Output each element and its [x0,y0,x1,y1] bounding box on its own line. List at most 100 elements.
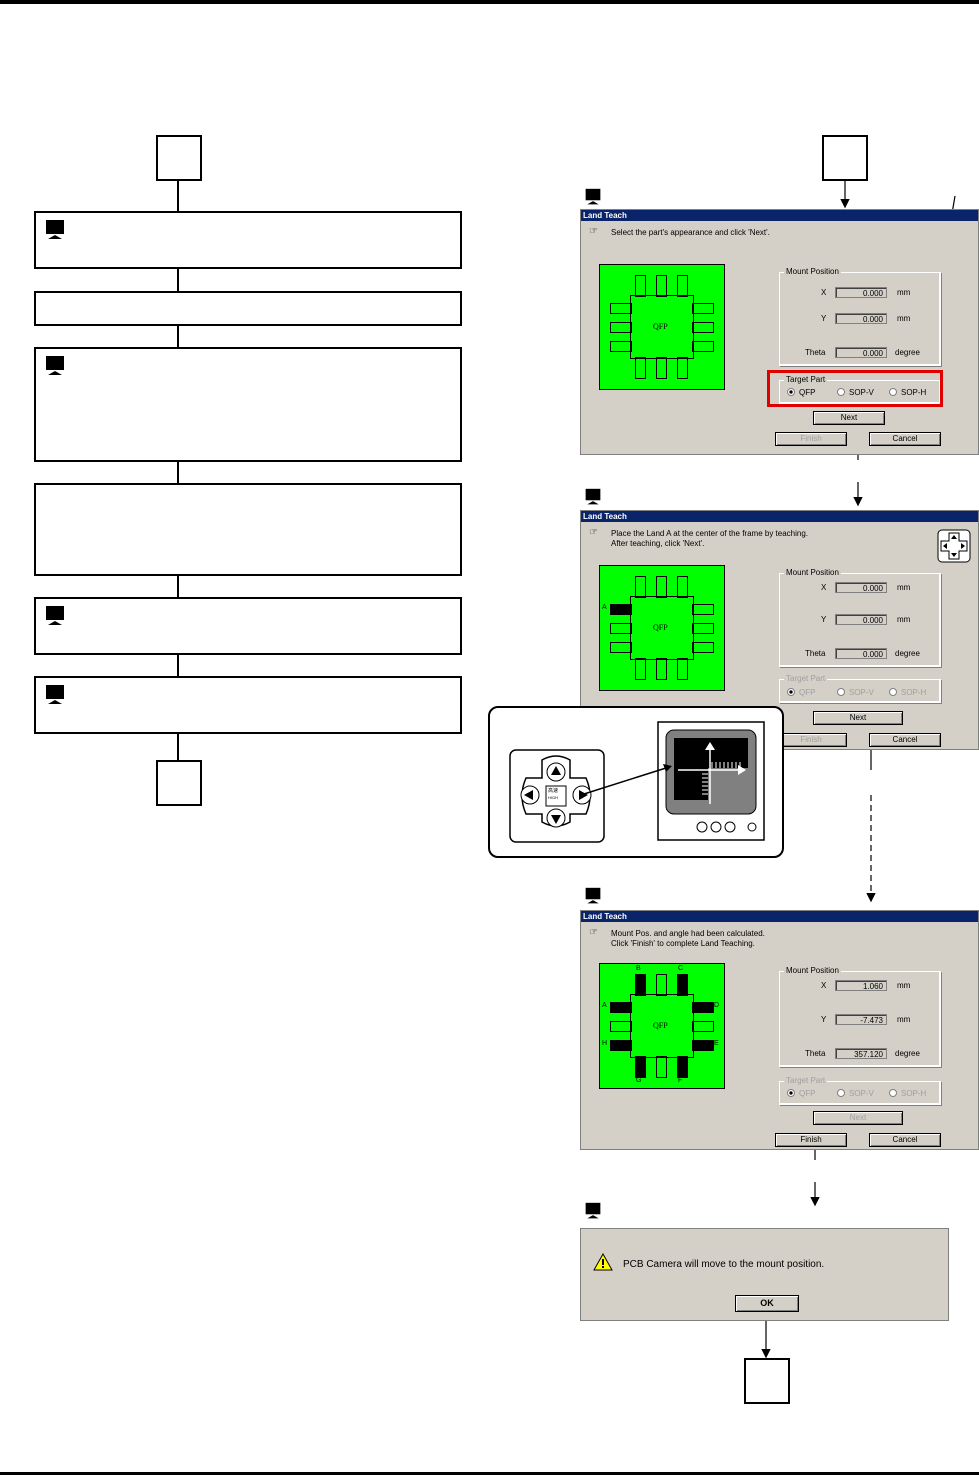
land-pad [610,322,632,333]
y-field[interactable]: 0.000 [835,313,887,324]
land-teach-dialog-3: Land Teach ☞ Mount Pos. and angle had be… [580,910,979,1150]
monitor-icon [46,356,64,375]
land-pad [656,1056,667,1078]
cancel-button[interactable]: Cancel [869,432,941,446]
theta-unit: degree [895,348,920,357]
radio-label: SOP-V [849,388,874,397]
land-pad [610,1021,632,1032]
land-pad-d [692,1002,714,1013]
x-field[interactable]: 0.000 [835,582,887,593]
theta-unit: degree [895,1049,920,1058]
bottom-rule [0,1472,979,1475]
teach-keypad-icon[interactable] [937,529,971,563]
monitor-icon [46,220,64,239]
group-label: Target Part [784,375,828,384]
radio-qfp[interactable]: QFP [787,688,815,697]
y-unit: mm [897,314,911,323]
land-pad [692,642,714,653]
y-field[interactable]: -7.473 [835,1014,887,1025]
theta-field[interactable]: 0.000 [835,347,887,358]
y-field[interactable]: 0.000 [835,614,887,625]
x-field[interactable]: 1.060 [835,980,887,991]
instruction-text: Mount Pos. and angle had been calculated… [611,929,765,948]
theta-label: Theta [805,348,826,357]
y-label: Y [821,314,827,323]
land-pad-b [635,974,646,996]
flow-line [177,655,179,676]
next-button[interactable]: Next [813,1111,903,1125]
flow-line [177,269,179,291]
radio-dot [837,1089,845,1097]
radio-sop-v[interactable]: SOP-V [837,1089,874,1098]
radio-sop-h[interactable]: SOP-H [889,388,926,397]
y-unit: mm [897,615,911,624]
ok-button[interactable]: OK [735,1295,799,1312]
flow-start-connector [156,135,202,181]
x-label: X [821,583,827,592]
land-pad-c [677,974,688,996]
x-unit: mm [897,583,911,592]
flow-line [177,462,179,483]
group-label: Target Part [784,1076,828,1085]
y-label: Y [821,615,827,624]
land-pad [656,658,667,680]
radio-sop-h[interactable]: SOP-H [889,1089,926,1098]
theta-field[interactable]: 357.120 [835,1048,887,1059]
radio-sop-h[interactable]: SOP-H [889,688,926,697]
flow-step-1 [34,211,462,269]
land-pad-a [610,1002,632,1013]
x-field[interactable]: 0.000 [835,287,887,298]
radio-label: SOP-H [901,1089,927,1098]
radio-qfp[interactable]: QFP [787,1089,815,1098]
land-pad [677,576,688,598]
package-label: QFP [653,322,668,331]
radio-qfp[interactable]: QFP [787,388,815,397]
finish-button[interactable]: Finish [775,432,847,446]
land-label-f: F [678,1077,683,1084]
flow-end-connector [156,760,202,806]
pointing-hand-icon: ☞ [589,527,598,538]
illustration-drawing [509,721,765,843]
monitor-icon [585,887,601,904]
x-unit: mm [897,288,911,297]
radio-dot [889,688,897,696]
keypad-center-label-bottom: HIGH [548,795,558,800]
alert-dialog: PCB Camera will move to the mount positi… [580,1228,949,1321]
package-label: QFP [653,623,668,632]
radio-label: QFP [799,388,816,397]
dialog-title: Land Teach [581,911,978,922]
theta-field[interactable]: 0.000 [835,648,887,659]
theta-label: Theta [805,649,826,658]
land-teach-dialog-1: Land Teach ☞ Select the part's appearanc… [580,209,979,455]
flow-step-6 [34,676,462,734]
radio-label: SOP-H [901,688,927,697]
pointing-hand-icon: ☞ [589,226,598,237]
finish-button[interactable]: Finish [775,1133,847,1147]
land-label-b: B [636,965,641,972]
next-button[interactable]: Next [813,411,885,425]
land-pad [692,1021,714,1032]
next-button[interactable]: Next [813,711,903,725]
flow-line [177,734,179,760]
x-label: X [821,288,827,297]
land-pad [692,341,714,352]
land-label-c: C [678,965,684,972]
cancel-button[interactable]: Cancel [869,1133,941,1147]
flow-line [177,326,179,347]
radio-sop-v[interactable]: SOP-V [837,388,874,397]
land-pad [635,576,646,598]
land-pad [656,357,667,379]
land-pad [610,303,632,314]
monitor-icon [585,1202,601,1219]
land-pad [635,658,646,680]
finish-button[interactable]: Finish [775,733,847,747]
target-part-group: Target Part [779,1076,941,1105]
land-pad-h [610,1040,632,1051]
alert-message: PCB Camera will move to the mount positi… [623,1259,825,1270]
radio-label: SOP-H [901,388,927,397]
flow-step-3 [34,347,462,462]
theta-unit: degree [895,649,920,658]
cancel-button[interactable]: Cancel [869,733,941,747]
radio-sop-v[interactable]: SOP-V [837,688,874,697]
radio-label: QFP [799,1089,816,1098]
